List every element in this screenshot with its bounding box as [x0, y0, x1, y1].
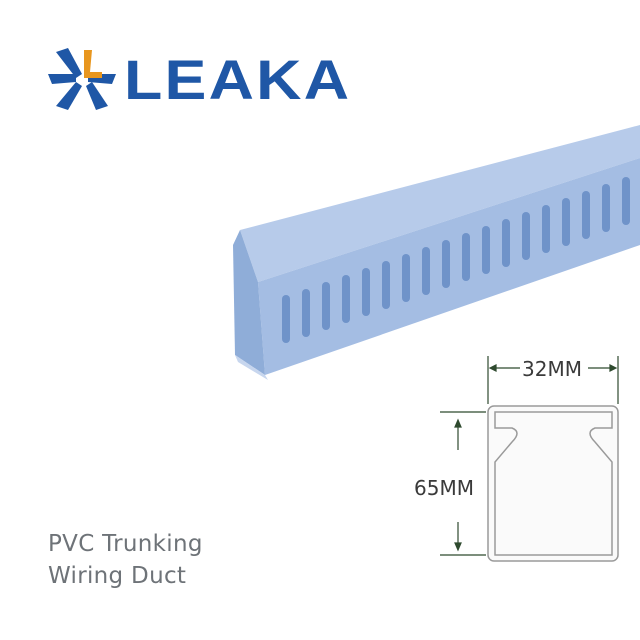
- product-title-line2: Wiring Duct: [48, 563, 187, 589]
- brand-name: LEAKA: [124, 48, 352, 111]
- brand-logo: LEAKA: [46, 44, 349, 114]
- product-caption: PVC Trunking Wiring Duct: [48, 528, 203, 592]
- product-title-line1: PVC Trunking: [48, 531, 203, 557]
- snowflake-logo-icon: [48, 48, 116, 110]
- cross-section-diagram: [487, 405, 619, 562]
- height-dimension-label: 65MM: [412, 476, 476, 500]
- width-dimension-label: 32MM: [520, 357, 584, 381]
- duct-slots: [282, 177, 630, 343]
